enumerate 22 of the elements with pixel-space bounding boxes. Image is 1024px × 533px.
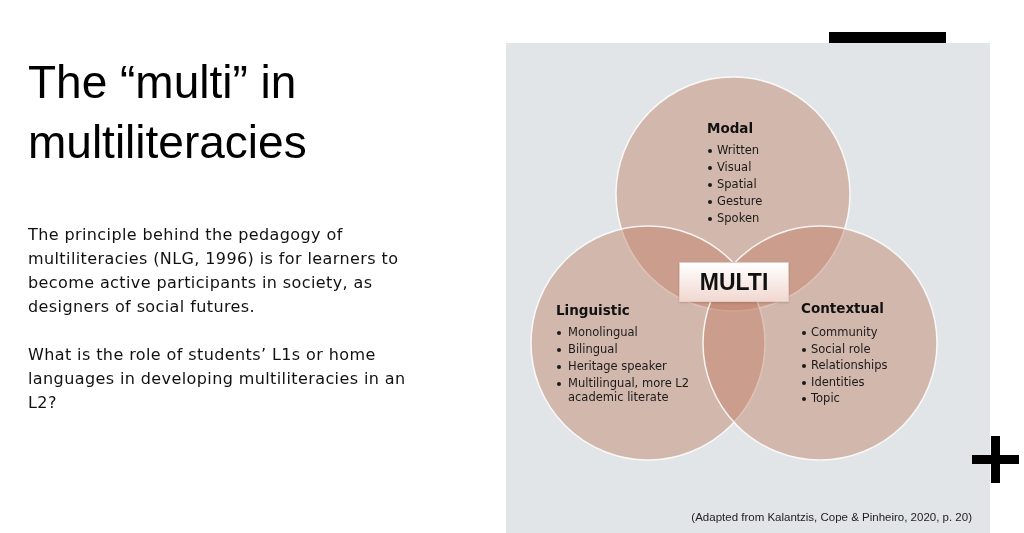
- list-item: Spoken: [717, 211, 761, 225]
- list-item: Social role: [811, 341, 872, 356]
- venn-circle: [702, 225, 938, 461]
- circle-heading: Contextual: [801, 299, 884, 317]
- slide-title: The “multi” in multiliteracies: [28, 55, 308, 170]
- list-item: Visual: [717, 160, 753, 174]
- list-item: Heritage speaker: [568, 359, 668, 373]
- circle-heading: Modal: [707, 119, 754, 137]
- list-item: Community: [811, 325, 879, 339]
- source-caption: (Adapted from Kalantzis, Cope & Pinheiro, 2020, p. 20): [691, 510, 972, 525]
- circle-heading: Linguistic: [556, 301, 630, 319]
- list-item: Relationships: [811, 358, 889, 372]
- list-item: Written: [717, 143, 761, 157]
- body-paragraph: What is the role of students’ L1s or home languages in developing multiliteracies in an L2?: [28, 344, 407, 414]
- list-item: Identities: [811, 374, 866, 389]
- list-item: Bilingual: [568, 342, 619, 356]
- list-item: Monolingual: [568, 325, 639, 339]
- list-item: Gesture: [717, 194, 764, 208]
- body-paragraph: The principle behind the pedagogy of multiliteracies (NLG, 1996) is for learners to become active participants in society, as designers of social futures.: [28, 224, 400, 318]
- list-item: Spatial: [717, 177, 758, 191]
- list-item: Topic: [811, 391, 841, 405]
- list-item: Multilingual, more L2 academic literate: [568, 376, 691, 404]
